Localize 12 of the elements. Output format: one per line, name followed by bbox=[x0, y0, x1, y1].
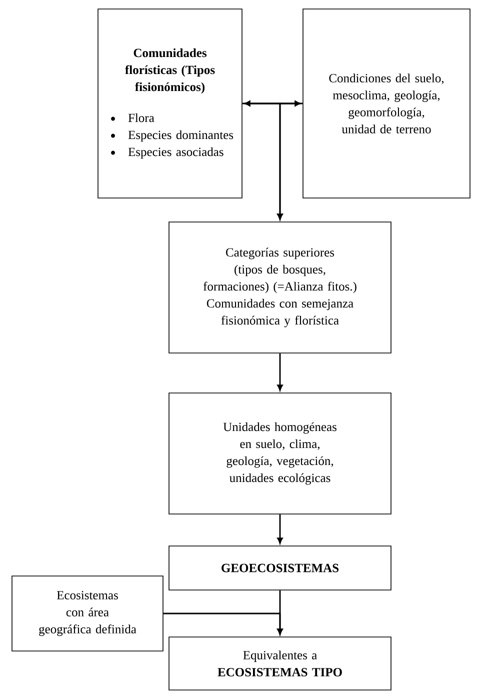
arrow bbox=[277, 102, 303, 220]
process-box: Equivalentes a ECOSISTEMAS TIPO bbox=[168, 636, 392, 690]
arrow bbox=[244, 100, 301, 106]
process-box: Ecosistemas con área geográfica definida bbox=[12, 576, 164, 652]
process-box: Unidades homogéneas en suelo, clima, geología, vegetación, unidades ecológicas bbox=[168, 392, 392, 514]
arrow bbox=[277, 514, 283, 544]
arrow bbox=[163, 612, 283, 635]
arrow bbox=[277, 353, 283, 391]
group-box: Comunidades florísticas (Tipos fisionómicos) Flora Especies dominantes Especies asociadas bbox=[98, 8, 242, 198]
process-box: Categorías superiores (tipos de bosques, formaciones) (=Alianza fitos.) Comunidades con semejanza fisionómica y florística bbox=[168, 222, 392, 354]
process-box: GEOECOSISTEMAS bbox=[168, 546, 392, 590]
process-box: Condiciones del suelo, mesoclima, geología, geomorfología, unidad de terreno bbox=[302, 8, 470, 198]
